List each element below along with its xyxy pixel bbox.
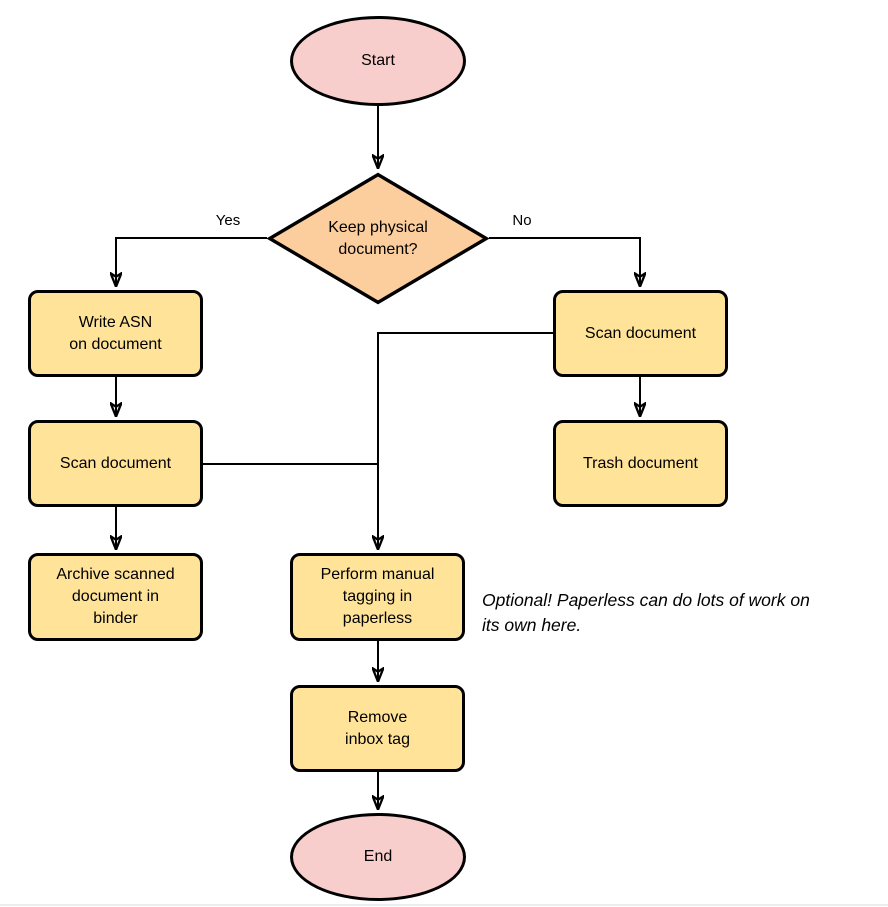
node-decision-keep-physical-document: Keep physical document? — [267, 172, 489, 305]
edge-label-yes: Yes — [215, 212, 241, 229]
node-scan-left-label: Scan document — [59, 454, 172, 472]
node-write-asn-on-document: Write ASN on document — [28, 290, 203, 377]
node-trash-document: Trash document — [553, 420, 728, 507]
page-bottom-border — [0, 904, 888, 906]
edge-scan-right-perform — [378, 332, 553, 549]
node-remove-inbox-tag: Remove inbox tag — [290, 685, 465, 772]
diamond-shape — [267, 172, 489, 305]
node-perform-label: Perform manual tagging in paperless — [320, 566, 435, 627]
node-start: Start — [290, 16, 466, 106]
node-end-label: End — [363, 848, 393, 865]
node-remove-label: Remove inbox tag — [345, 708, 410, 748]
node-decision-label: Keep physical document? — [328, 218, 428, 258]
node-archive-scanned-document: Archive scanned document in binder — [28, 553, 203, 641]
edge-label-no: No — [512, 212, 532, 229]
edge-decision-scan-right — [489, 237, 640, 286]
node-scan-document-right: Scan document — [553, 290, 728, 377]
node-trash-label: Trash document — [582, 454, 698, 472]
node-write-asn-label: Write ASN on document — [69, 313, 162, 353]
annotation-optional-note: Optional! Paperless can do lots of work … — [482, 590, 810, 635]
edge-decision-write-asn — [116, 237, 267, 286]
node-scan-right-label: Scan document — [584, 324, 697, 342]
node-scan-document-left: Scan document — [28, 420, 203, 507]
node-perform-manual-tagging: Perform manual tagging in paperless — [290, 553, 465, 641]
node-start-label: Start — [361, 52, 395, 69]
node-end: End — [290, 813, 466, 901]
node-archive-label: Archive scanned document in binder — [56, 566, 175, 627]
